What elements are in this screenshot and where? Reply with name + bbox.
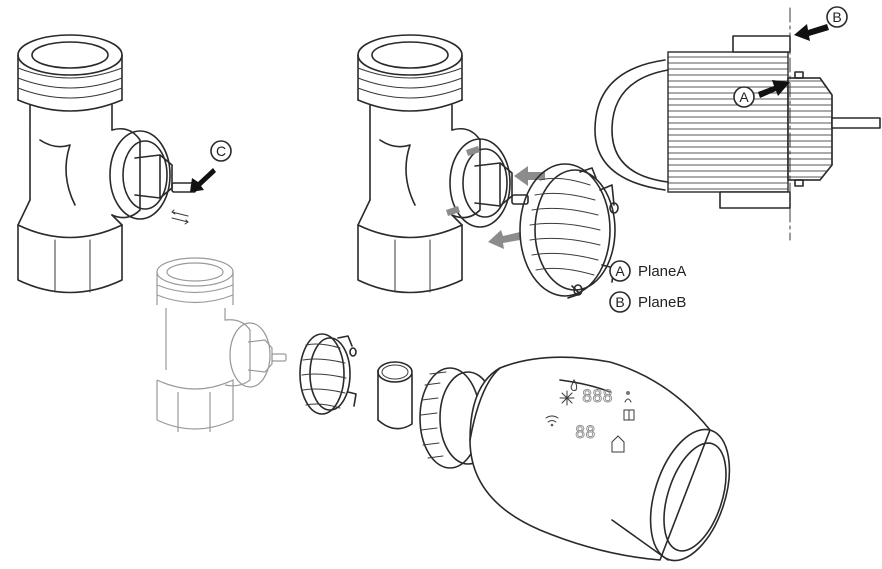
adapter-sleeve [377,361,413,430]
valve-body-left [17,34,198,294]
svg-text:B: B [832,9,841,25]
legend-item-plane-b: B PlaneB [609,291,686,313]
callout-a: A [733,80,790,108]
valve-body-bottom [156,257,287,432]
svg-text:88: 88 [575,423,595,443]
callout-b: B [794,6,848,41]
svg-text:A: A [739,89,749,105]
legend: A PlaneA B PlaneB [609,260,686,313]
person-icon [624,391,632,403]
thermostat-display: 888 88 [575,387,614,444]
svg-text:888: 888 [582,387,613,407]
home-icon [611,435,625,453]
window-icon [623,409,635,421]
callout-c: C [190,140,232,192]
adapter-ring-exploded [519,163,619,299]
drop-icon [570,378,578,392]
cross-section-view [594,7,881,241]
adapter-ring-bottom [299,333,357,415]
mounting-direction-arrows [488,166,545,249]
wifi-icon [545,415,559,427]
svg-text:PlaneA: PlaneA [638,263,686,280]
valve-body-middle [357,34,529,294]
svg-text:B: B [615,294,624,310]
svg-text:C: C [216,143,226,159]
snowflake-icon [559,390,575,406]
svg-text:PlaneB: PlaneB [638,294,686,311]
svg-text:A: A [615,263,625,279]
legend-item-plane-a: A PlaneA [609,260,686,282]
thermostat-head: 888 88 [469,356,731,562]
